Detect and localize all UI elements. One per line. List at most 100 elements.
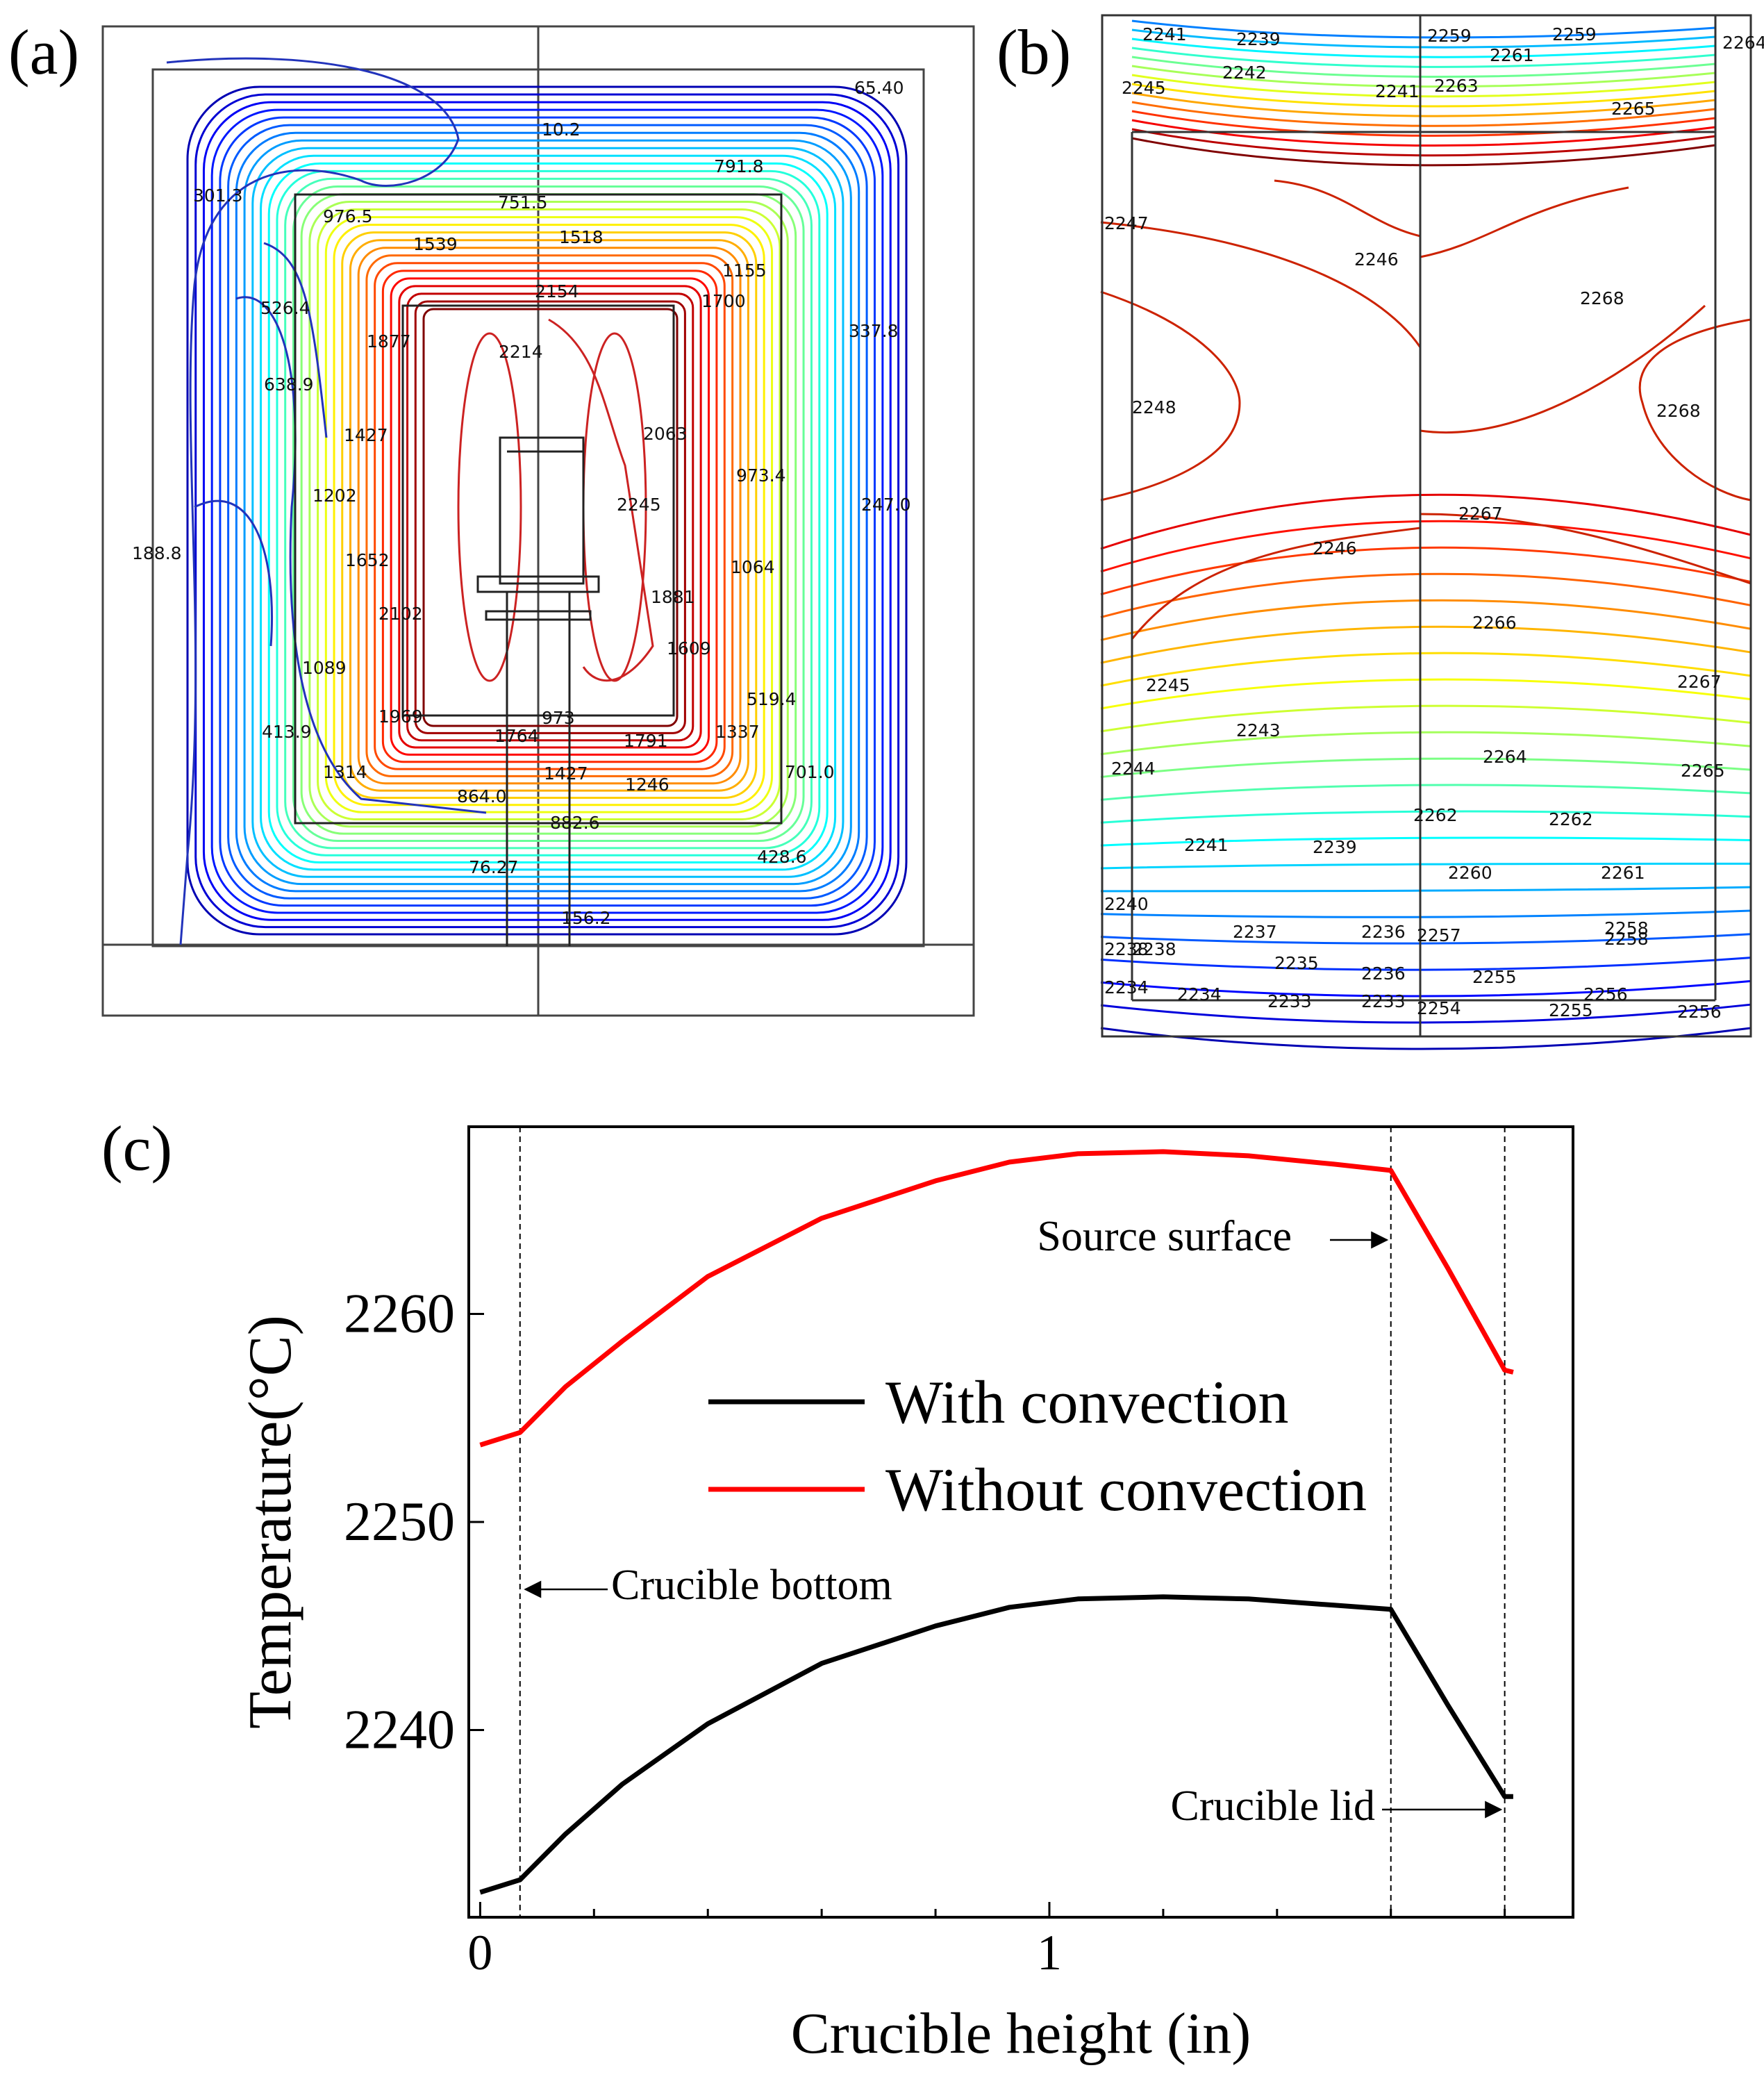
contour-line-b — [1131, 56, 1716, 78]
contour-line-b — [1100, 290, 1241, 502]
contour-line-a — [365, 254, 734, 777]
contour-label-a: 10.2 — [542, 119, 581, 140]
contour-line-a — [267, 162, 829, 864]
contour-line-a — [186, 85, 908, 936]
contour-label-b: 2238 — [1132, 939, 1176, 959]
contour-line-b — [1274, 179, 1421, 238]
contour-line-a — [235, 131, 860, 893]
contour-label-a: 1764 — [494, 726, 539, 746]
contour-label-b: 2234 — [1104, 977, 1149, 998]
contour-label-b: 2241 — [1375, 81, 1420, 101]
x-tick-label: 1 — [1037, 1925, 1062, 1980]
panel-b-label: (b) — [997, 17, 1072, 88]
contour-label-b: 2261 — [1601, 863, 1645, 883]
contour-line-b — [1638, 318, 1751, 502]
contour-label-b: 2244 — [1111, 759, 1156, 779]
contour-line-a — [374, 262, 726, 770]
contour-label-a: 1155 — [722, 260, 767, 281]
contour-line-a — [292, 185, 805, 843]
contour-line-b — [1131, 527, 1421, 640]
contour-line-a — [284, 177, 813, 850]
contour-line-b — [1100, 810, 1751, 824]
contour-line-b — [1100, 678, 1751, 710]
contour-label-a: 1881 — [651, 587, 695, 607]
contour-line-b — [1100, 862, 1751, 870]
panel-a-outline — [101, 25, 975, 1017]
contour-label-a: 2154 — [535, 281, 579, 301]
contour-line-a — [202, 101, 892, 921]
series-line — [479, 1149, 1514, 1448]
contour-label-b: 2246 — [1354, 249, 1399, 270]
legend-label: Without convection — [885, 1457, 1367, 1524]
contour-label-a: 337.8 — [849, 321, 899, 341]
contour-label-a: 76.27 — [469, 857, 519, 877]
annotation-label: Crucible bottom — [611, 1562, 892, 1609]
annotation-label: Crucible lid — [1171, 1782, 1375, 1830]
contour-line-a — [341, 231, 758, 799]
series-line — [479, 1594, 1513, 1895]
contour-label-b: 2267 — [1458, 504, 1503, 524]
contour-label-a: 2245 — [617, 495, 661, 515]
contour-label-a: 1700 — [701, 291, 746, 311]
contour-line-b — [1131, 74, 1716, 98]
contour-label-b: 2236 — [1361, 922, 1406, 942]
contour-label-b: 2245 — [1146, 675, 1190, 695]
contour-label-a: 1652 — [345, 550, 390, 570]
contour-label-a: 1969 — [378, 706, 423, 727]
contour-label-a: 1246 — [625, 775, 669, 795]
contour-line-b — [1100, 886, 1751, 893]
contour-line-a — [210, 108, 884, 914]
contour-label-a: 1314 — [323, 762, 367, 782]
panel-a-contours — [166, 57, 908, 945]
contour-line-b — [1100, 933, 1751, 945]
contour-line-b — [1100, 957, 1751, 971]
contour-line-b — [1100, 625, 1751, 664]
contour-label-b: 2241 — [1142, 24, 1187, 44]
contour-label-b: 2240 — [1104, 894, 1149, 914]
contour-label-b: 2264 — [1483, 747, 1527, 767]
contour-line-b — [1100, 599, 1751, 641]
contour-line-a — [260, 154, 837, 871]
contour-label-a: 1609 — [667, 638, 711, 659]
contour-label-b: 2241 — [1184, 835, 1229, 855]
y-tick-label: 2250 — [344, 1491, 455, 1553]
contour-label-b: 2262 — [1413, 805, 1458, 825]
contour-line-b — [1100, 520, 1751, 573]
contour-line-b — [1100, 221, 1422, 348]
contour-label-b: 2234 — [1177, 984, 1222, 1004]
contour-label-b: 2257 — [1417, 925, 1461, 945]
contour-label-b: 2265 — [1611, 99, 1656, 119]
contour-line-a — [263, 242, 328, 438]
contour-label-b: 2264 — [1722, 33, 1764, 53]
contour-line-a — [398, 285, 702, 749]
contour-label-b: 2258 — [1604, 929, 1649, 949]
contour-line-b — [1100, 757, 1751, 779]
y-tick-label: 2240 — [344, 1699, 455, 1760]
contour-line-a — [276, 169, 821, 857]
contour-line-b — [1100, 1027, 1751, 1050]
contour-line-b — [1420, 304, 1706, 434]
contour-line-b — [1131, 110, 1716, 137]
contour-line-b — [1100, 493, 1751, 550]
contour-line-a — [166, 57, 460, 945]
contour-label-a: 638.9 — [264, 374, 314, 395]
contour-label-a: 791.8 — [714, 156, 764, 176]
legend-label: With convection — [885, 1369, 1289, 1437]
contour-line-a — [457, 332, 522, 682]
contour-line-a — [251, 147, 844, 878]
contour-line-a — [414, 300, 686, 734]
contour-label-b: 2261 — [1490, 45, 1534, 65]
contour-line-a — [227, 124, 868, 900]
contour-label-a: 1877 — [367, 331, 411, 351]
contour-line-b — [1420, 513, 1751, 585]
contour-line-b — [1131, 38, 1716, 58]
contour-label-a: 751.5 — [498, 192, 548, 213]
contour-line-a — [194, 499, 274, 647]
contour-line-a — [194, 93, 900, 929]
contour-label-b: 2246 — [1313, 538, 1357, 558]
contour-label-b: 2238 — [1104, 939, 1149, 959]
contour-line-a — [381, 270, 718, 763]
